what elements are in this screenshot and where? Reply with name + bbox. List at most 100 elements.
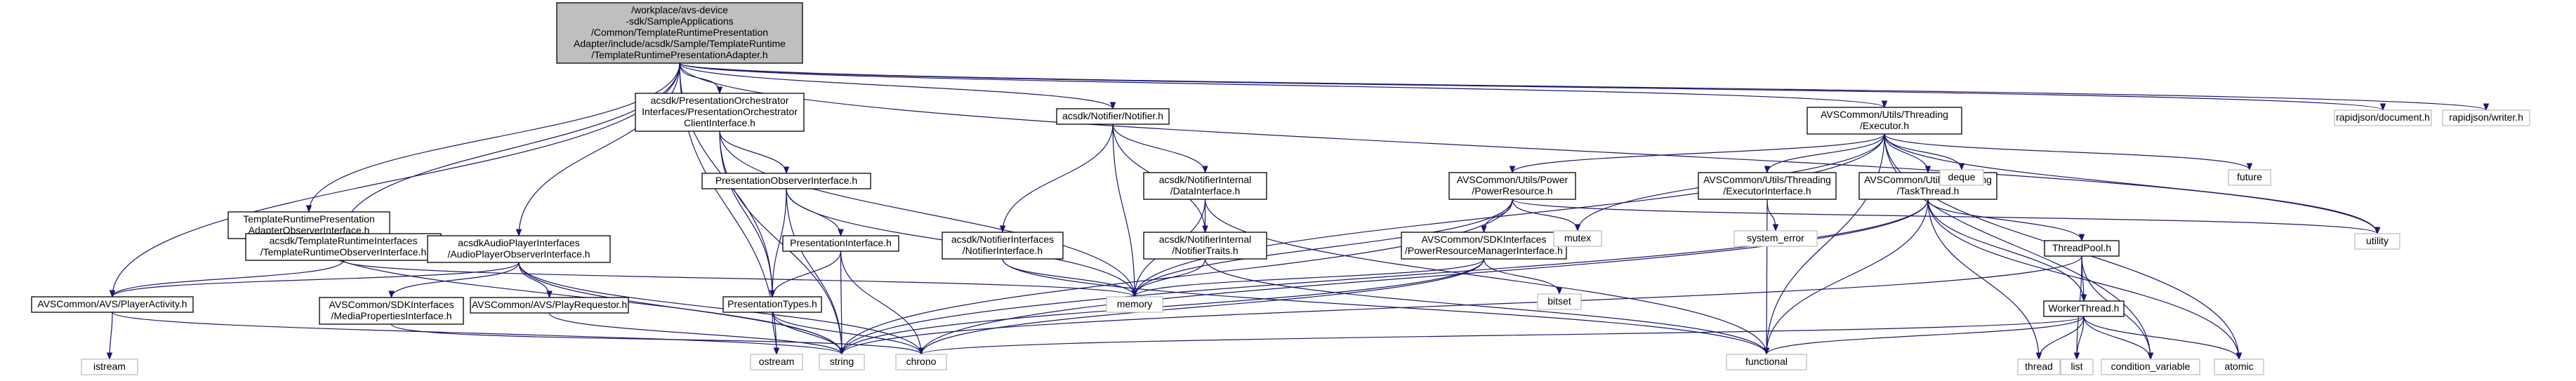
edge-n-power-resource-to-e-string [838, 199, 1513, 356]
node-n-media-props[interactable]: AVSCommon/SDKInterfaces/MediaPropertiesI… [319, 297, 464, 325]
node-box [782, 235, 899, 252]
node-n-executor[interactable]: AVSCommon/Utils/Threading/Executor.h [1806, 107, 1962, 135]
edge [1927, 199, 2085, 242]
edge [838, 199, 1513, 356]
node-box [556, 2, 803, 64]
edge-n-power-mgr-to-e-memory [1131, 258, 1485, 298]
edge [918, 199, 1929, 356]
edge [548, 312, 845, 356]
node-label-line: /NotifierTraits.h [1172, 245, 1238, 256]
node-n-notifier[interactable]: acsdk/Notifier/Notifier.h [1056, 108, 1170, 125]
node-label-line: acsdk/NotifierInternal [1159, 174, 1252, 185]
edge-n-pres-orch-to-e-string [719, 131, 845, 356]
edge-n-pres-interface-to-e-chrono [840, 250, 925, 356]
node-n-tr-interfaces[interactable]: acsdk/TemplateRuntimeInterfaces/Template… [245, 233, 442, 261]
node-label-line: AVSCommon/Utils/Threading [1703, 174, 1831, 185]
node-n-power-resource[interactable]: AVSCommon/Utils/Power/PowerResource.h [1448, 172, 1576, 200]
node-n-play-requestor[interactable]: AVSCommon/AVS/PlayRequestor.h [470, 297, 629, 314]
node-label-line: acsdkAudioPlayerInterfaces [458, 237, 580, 248]
node-n-pres-interface[interactable]: PresentationInterface.h [782, 235, 899, 252]
node-root[interactable]: /workplace/avs-device-sdk/SampleApplicat… [556, 2, 803, 64]
edge [2083, 316, 2154, 361]
node-label-line: /PowerResourceManagerInterface.h [1405, 245, 1563, 256]
node-label-line: acsdk/NotifierInterfaces [951, 234, 1054, 245]
node-label-line: rapidjson/writer.h [2449, 112, 2523, 123]
edge [719, 131, 845, 356]
node-label-line: acsdk/PresentationOrchestrator [651, 95, 789, 106]
edge-n-notifier-to-e-memory [1112, 123, 1138, 298]
node-box [750, 354, 803, 370]
node-n-notifier-traits[interactable]: acsdk/NotifierInternal/NotifierTraits.h [1143, 232, 1267, 260]
node-e-bitset: bitset [1537, 293, 1582, 310]
edge-root-to-e-utility [679, 62, 2381, 235]
node-box [1806, 107, 1962, 135]
node-box [2043, 300, 2125, 317]
edge [518, 262, 553, 299]
edge [1763, 199, 1929, 356]
node-n-thread-pool[interactable]: ThreadPool.h [2044, 240, 2120, 257]
node-label-line: /Executor.h [1860, 120, 1909, 131]
node-label-line: /ExecutorInterface.h [1723, 185, 1811, 196]
node-box [895, 354, 947, 370]
edge [1766, 199, 1779, 232]
node-label-line: Interfaces/PresentationOrchestrator [642, 106, 798, 117]
node-n-worker-thread[interactable]: WorkerThread.h [2043, 300, 2125, 317]
node-n-executor-iface[interactable]: AVSCommon/Utils/Threading/ExecutorInterf… [1698, 172, 1837, 200]
edge [1884, 133, 2381, 235]
node-box [722, 296, 822, 313]
node-e-atomic: atomic [2214, 359, 2264, 375]
edge-n-pres-interface-to-e-string [838, 250, 845, 356]
node-e-utility: utility [2354, 233, 2400, 250]
edge [772, 312, 925, 356]
node-label-line: ThreadPool.h [2052, 242, 2111, 253]
edge-root-to-n-tr-adapter-obs [305, 62, 680, 213]
edge-n-pres-orch-to-n-pres-types [719, 131, 776, 298]
node-box [1056, 108, 1170, 125]
node-label-line: /AudioPlayerObserverInterface.h [447, 248, 590, 260]
edge [109, 260, 344, 298]
node-e-functional: functional [1726, 354, 1807, 370]
node-box [2214, 359, 2264, 375]
edge-n-tr-interfaces-to-e-memory [343, 260, 1137, 298]
node-n-notifier-ifaces[interactable]: acsdk/NotifierInterfaces/NotifierInterfa… [942, 232, 1064, 260]
edge-n-executor-to-e-utility [1884, 133, 2381, 235]
edge-n-pres-types-to-e-chrono [772, 312, 925, 356]
edge-n-task-thread-to-n-thread-pool [1927, 199, 2085, 242]
node-label-line: thread [2025, 361, 2053, 372]
node-box [81, 359, 138, 375]
node-label-line: ostream [759, 356, 795, 367]
edge [2035, 316, 2085, 361]
node-label-line: /TemplateRuntimeObserverInterface.h [260, 246, 427, 258]
node-n-pres-types[interactable]: PresentationTypes.h [722, 296, 822, 313]
node-box [701, 173, 871, 189]
node-box [2442, 109, 2530, 126]
node-box [1106, 296, 1163, 313]
node-e-ostream: ostream [750, 354, 803, 370]
node-label-line: PresentationInterface.h [790, 237, 892, 248]
node-n-pres-observer[interactable]: PresentationObserverInterface.h [701, 173, 871, 189]
node-n-pres-orch[interactable]: acsdk/PresentationOrchestratorInterfaces… [635, 93, 805, 132]
node-label-line: AVSCommon/Utils/Power [1457, 174, 1568, 185]
edge-n-audio-player-to-n-media-props [388, 262, 520, 299]
edge-n-executor-to-n-task-thread [1884, 133, 1931, 174]
edge [679, 62, 2386, 112]
node-label-line: deque [1948, 171, 1976, 182]
edge [999, 123, 1114, 234]
edge [1763, 199, 1770, 356]
node-label-line: mutex [1564, 232, 1591, 243]
node-n-audio-player[interactable]: acsdkAudioPlayerInterfaces/AudioPlayerOb… [427, 235, 611, 263]
edge [1884, 133, 1931, 174]
node-n-notifier-data[interactable]: acsdk/NotifierInternal/DataInterface.h [1143, 172, 1267, 200]
edges-layer [106, 62, 2489, 361]
node-box [1143, 172, 1267, 200]
node-label-line: Adapter/include/acsdk/Sample/TemplateRun… [574, 38, 786, 49]
node-n-power-mgr[interactable]: AVSCommon/SDKInterfaces/PowerResourceMan… [1401, 232, 1567, 260]
node-box [1733, 230, 1818, 247]
node-label-line: TemplateRuntimePresentation [243, 213, 375, 225]
edge-n-notifier-to-n-notifier-data [1112, 123, 1208, 174]
node-e-istream: istream [81, 359, 138, 375]
node-n-player-activity[interactable]: AVSCommon/AVS/PlayerActivity.h [31, 296, 194, 313]
edge [109, 262, 520, 298]
edge [1002, 258, 1770, 356]
edge-n-executor-to-e-deque [1884, 133, 1965, 171]
